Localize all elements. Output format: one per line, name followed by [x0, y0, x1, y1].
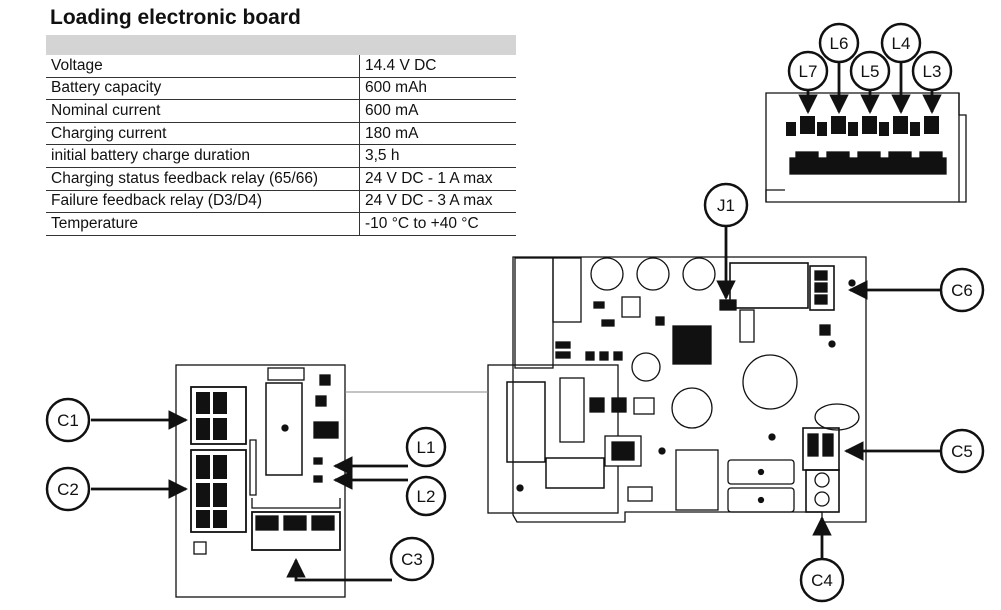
callout-label: C3: [401, 550, 423, 569]
callout-L2: L2: [405, 475, 447, 517]
spec-row-failure-relay: Failure feedback relay (D3/D4) 24 V DC -…: [46, 190, 516, 214]
spec-value: 24 V DC - 3 A max: [359, 190, 516, 214]
callout-J1: J1: [703, 182, 749, 228]
callout-L5: L5: [849, 50, 891, 92]
main-board: [487, 256, 867, 523]
callout-label: L5: [861, 62, 880, 81]
spec-value: 24 V DC - 1 A max: [359, 167, 516, 191]
spec-table-header: [46, 35, 516, 55]
callout-C2: C2: [45, 466, 91, 512]
callout-label: L7: [799, 62, 818, 81]
spec-value: 600 mA: [359, 99, 516, 123]
page-title: Loading electronic board: [50, 6, 301, 29]
spec-value: 3,5 h: [359, 144, 516, 168]
led-detail: [765, 92, 967, 203]
spec-value: 14.4 V DC: [359, 55, 516, 78]
callout-label: C6: [951, 281, 973, 300]
spec-value: 180 mA: [359, 122, 516, 146]
callout-label: L1: [417, 438, 436, 457]
spec-row-nominal-current: Nominal current 600 mA: [46, 99, 516, 123]
callout-C1: C1: [45, 397, 91, 443]
callout-label: L3: [923, 62, 942, 81]
callout-C3: C3: [389, 536, 435, 582]
callout-L6: L6: [818, 22, 860, 64]
spec-table: Voltage 14.4 V DC Battery capacity 600 m…: [46, 35, 516, 236]
callout-label: C5: [951, 442, 973, 461]
spec-label: Charging status feedback relay (65/66): [46, 167, 360, 191]
spec-value: -10 °C to +40 °C: [359, 212, 516, 236]
callout-label: C2: [57, 480, 79, 499]
spec-label: initial battery charge duration: [46, 144, 360, 168]
callout-label: L6: [830, 34, 849, 53]
spec-label: Nominal current: [46, 99, 360, 123]
callout-L3: L3: [911, 50, 953, 92]
callout-C6: C6: [939, 267, 985, 313]
callout-L4: L4: [880, 22, 922, 64]
callout-C5: C5: [939, 428, 985, 474]
callout-label: C1: [57, 411, 79, 430]
callout-label: C4: [811, 571, 833, 590]
callout-L7: L7: [787, 50, 829, 92]
spec-row-charge-duration: initial battery charge duration 3,5 h: [46, 144, 516, 168]
spec-label: Failure feedback relay (D3/D4): [46, 190, 360, 214]
spec-row-charging-relay: Charging status feedback relay (65/66) 2…: [46, 167, 516, 191]
left-detail-board: [175, 364, 346, 598]
spec-row-temperature: Temperature -10 °C to +40 °C: [46, 212, 516, 236]
callout-label: L4: [892, 34, 911, 53]
spec-label: Voltage: [46, 55, 360, 78]
callout-L1: L1: [405, 426, 447, 468]
leader-lines: [91, 62, 942, 582]
spec-label: Battery capacity: [46, 77, 360, 101]
led-row: [786, 116, 939, 136]
spec-label: Temperature: [46, 212, 360, 236]
spec-value: 600 mAh: [359, 77, 516, 101]
callout-label: L2: [417, 487, 436, 506]
spec-row-battery-capacity: Battery capacity 600 mAh: [46, 77, 516, 101]
callout-label: J1: [717, 196, 735, 215]
spec-label: Charging current: [46, 122, 360, 146]
callout-C4: C4: [799, 557, 845, 603]
spec-row-charging-current: Charging current 180 mA: [46, 122, 516, 146]
spec-row-voltage: Voltage 14.4 V DC: [46, 55, 516, 78]
